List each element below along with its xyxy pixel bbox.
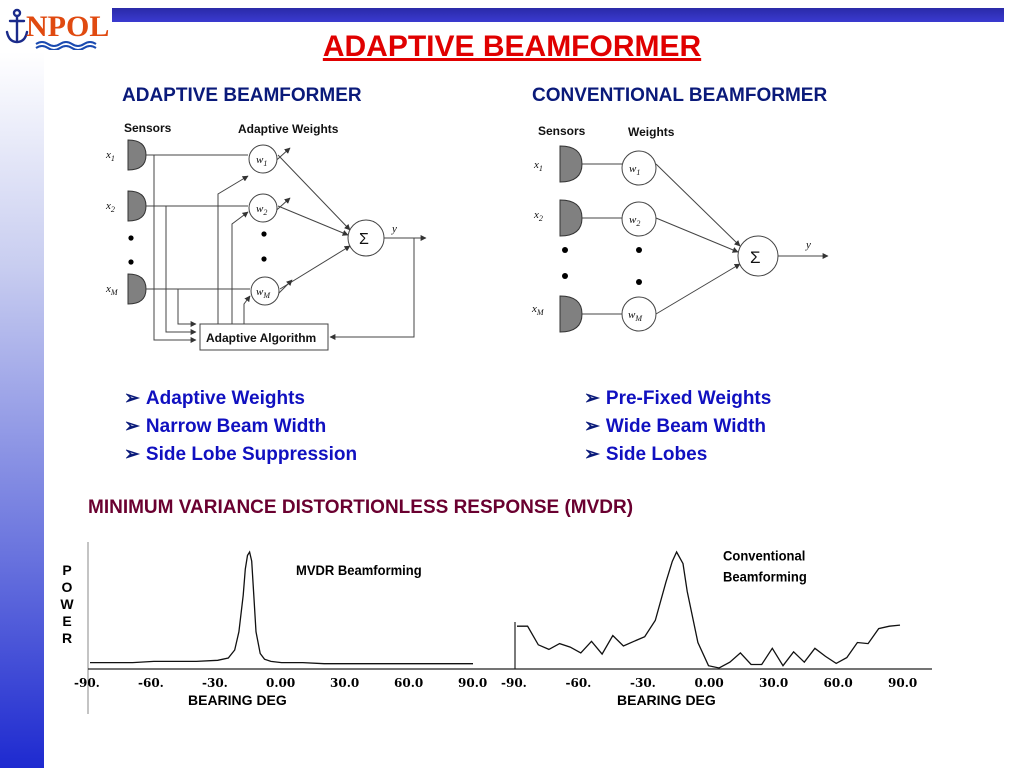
weight-w1	[621, 150, 657, 186]
w2-label: w2	[256, 203, 267, 217]
weights-label: Weights	[628, 125, 675, 139]
conventional-plot-label: Conventional Beamforming	[723, 548, 807, 585]
output-y-label: y	[805, 239, 811, 251]
x-tick-label: 0.00	[266, 676, 296, 690]
x1-label: x1	[533, 159, 543, 173]
x-tick-label: -60.	[565, 676, 592, 690]
bullet-arrow-icon: ➢	[584, 416, 600, 437]
output-y-label: y	[391, 223, 397, 235]
top-header-bar	[112, 8, 1004, 22]
x2-label: x2	[533, 209, 543, 223]
logo-text: NPOL	[26, 10, 110, 43]
summation-node	[737, 235, 779, 277]
side-gradient-bar	[0, 52, 44, 768]
list-item: ➢Narrow Beam Width	[124, 416, 327, 437]
anchor-icon	[5, 8, 97, 51]
list-item: ➢Pre-Fixed Weights	[584, 388, 772, 409]
list-item: ➢Adaptive Weights	[124, 388, 305, 409]
bullet-arrow-icon: ➢	[124, 444, 140, 465]
weight-wm	[250, 276, 280, 306]
x-tick-label: 30.0	[759, 676, 789, 690]
wm-label: wM	[256, 286, 271, 300]
sum-symbol: Σ	[359, 231, 369, 248]
npol-logo: NPOL	[4, 6, 110, 51]
sensor-1	[127, 139, 147, 171]
bullet-arrow-icon: ➢	[124, 388, 140, 409]
mvdr-plot-label: MVDR Beamforming	[296, 562, 422, 579]
weight-w2	[621, 201, 657, 237]
adaptive-bullets: ➢Adaptive Weights ➢Narrow Beam Width ➢Si…	[124, 386, 357, 470]
weight-w2	[248, 193, 278, 223]
adaptive-beamformer-diagram: Sensors Adaptive Weights x1 x2 xM w1	[105, 121, 427, 351]
power-axis-label: P O W E R	[60, 562, 74, 646]
adaptive-weights-label: Adaptive Weights	[238, 122, 339, 136]
list-item: ➢Wide Beam Width	[584, 416, 767, 437]
x1-label: x1	[105, 149, 115, 163]
adaptive-section-title: ADAPTIVE BEAMFORMER	[122, 85, 362, 106]
x-tick-label: 90.0	[458, 676, 488, 690]
conventional-beam-pattern-line	[517, 550, 901, 669]
sensor-2	[559, 199, 583, 237]
x-tick-label: 30.0	[330, 676, 360, 690]
w1-label: w1	[629, 163, 640, 177]
mvdr-x-axis-label: BEARING DEG	[188, 692, 287, 708]
x-tick-label: -30.	[630, 676, 656, 690]
sensors-label: Sensors	[538, 124, 586, 138]
conventional-bullets: ➢Pre-Fixed Weights ➢Wide Beam Width ➢Sid…	[584, 386, 771, 470]
sensor-m	[127, 273, 147, 305]
list-item: ➢Side Lobes	[584, 444, 708, 465]
w1-label: w1	[256, 154, 267, 168]
x-tick-label: -60.	[138, 676, 164, 690]
wm-label: wM	[628, 309, 643, 323]
conventional-x-axis-label: BEARING DEG	[617, 692, 716, 708]
bullet-arrow-icon: ➢	[584, 388, 600, 409]
sensor-m	[559, 295, 583, 333]
weight-w1	[248, 144, 278, 174]
adaptive-algorithm-label: Adaptive Algorithm	[206, 331, 316, 345]
sensor-1	[559, 145, 583, 183]
x2-label: x2	[105, 200, 115, 214]
xm-label: xM	[105, 283, 119, 297]
sensor-2	[127, 190, 147, 222]
weight-wm	[621, 296, 657, 332]
w2-label: w2	[629, 214, 640, 228]
x-tick-label: 0.00	[694, 676, 724, 690]
x-tick-label: 60.0	[823, 676, 853, 690]
sum-symbol: Σ	[750, 248, 761, 267]
adaptive-algorithm-box	[199, 323, 329, 351]
x-tick-label: -30.	[202, 676, 228, 690]
x-tick-label: 90.0	[888, 676, 918, 690]
bullet-arrow-icon: ➢	[584, 444, 600, 465]
mvdr-beam-pattern-line	[90, 550, 473, 665]
x-tick-label: -90.	[74, 676, 100, 690]
x-tick-label: -90.	[501, 676, 527, 690]
mvdr-heading: MINIMUM VARIANCE DISTORTIONLESS RESPONSE…	[88, 497, 634, 518]
list-item: ➢Side Lobe Suppression	[124, 444, 358, 465]
page-title: ADAPTIVE BEAMFORMER	[322, 30, 702, 63]
conventional-section-title: CONVENTIONAL BEAMFORMER	[532, 85, 828, 106]
bullet-arrow-icon: ➢	[124, 416, 140, 437]
sensors-label: Sensors	[124, 121, 172, 135]
conventional-beamformer-diagram: Sensors Weights x1 x2 xM w1 w2 wM Σ y	[531, 124, 829, 333]
xm-label: xM	[531, 303, 545, 317]
x-tick-label: 60.0	[394, 676, 424, 690]
summation-node	[347, 219, 385, 257]
